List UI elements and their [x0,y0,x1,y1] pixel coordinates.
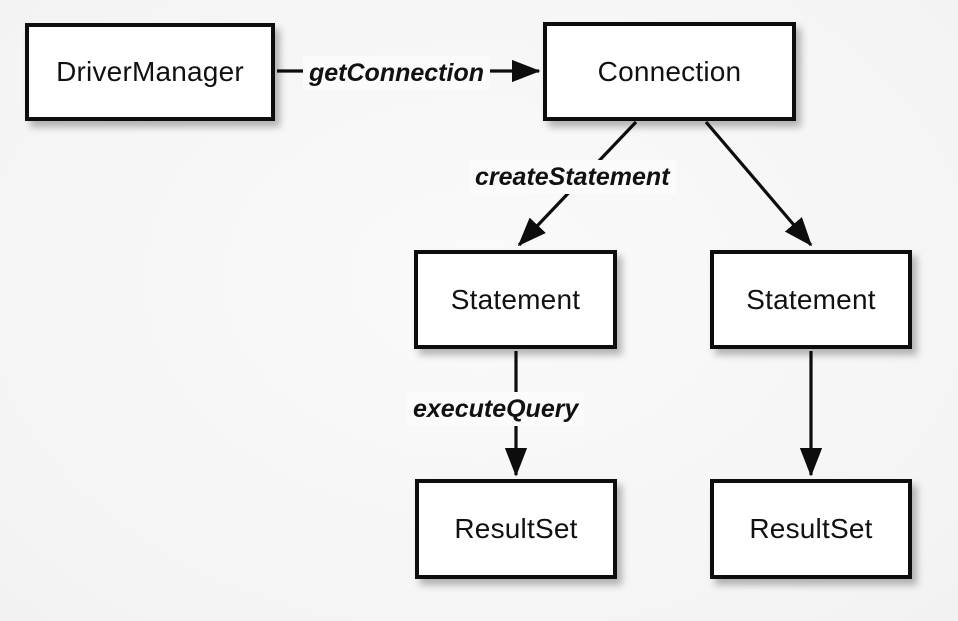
edge-line-create-statement-2 [704,120,813,247]
node-label-statement-right: Statement [746,283,876,315]
node-statement-left[interactable]: Statement [414,250,617,349]
edge-label-execute-query: executeQuery [407,392,585,426]
node-resultset-left[interactable]: ResultSet [415,479,617,579]
node-label-driver-manager: DriverManager [56,56,244,87]
edge-label-get-connection: getConnection [303,56,490,90]
node-label-connection: Connection [597,55,742,87]
node-statement-right[interactable]: Statement [710,250,912,349]
node-label-resultset-right: ResultSet [749,513,873,544]
node-connection[interactable]: Connection [543,22,796,121]
node-driver-manager[interactable]: DriverManager [25,23,275,121]
node-label-resultset-left: ResultSet [454,513,578,544]
node-resultset-right[interactable]: ResultSet [710,479,912,579]
node-label-statement-left: Statement [450,283,581,315]
edge-label-create-statement: createStatement [469,160,676,194]
